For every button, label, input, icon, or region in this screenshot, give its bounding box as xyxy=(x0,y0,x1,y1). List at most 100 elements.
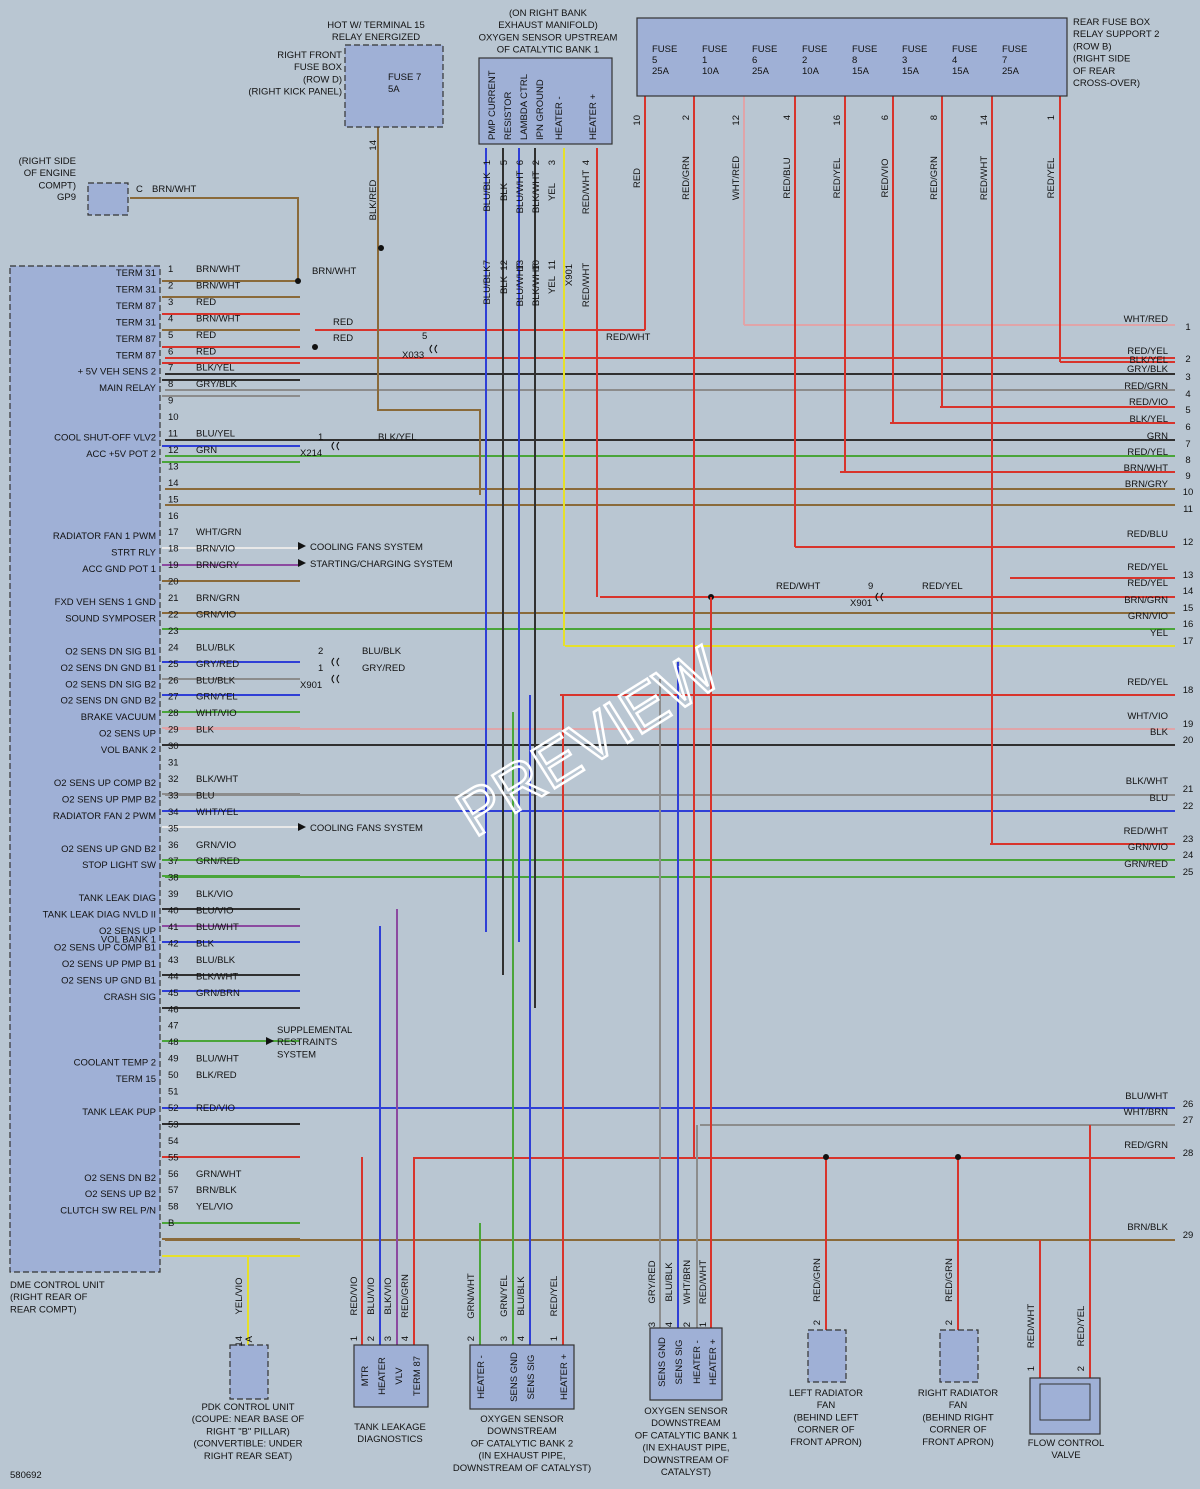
dme-pin-function: COOL SHUT-OFF VLV2 xyxy=(54,433,156,444)
dme-pin-number: 5 xyxy=(168,330,173,341)
sensor-pin-name: VLV xyxy=(394,1367,405,1385)
right-terminal-wire: RED/GRN xyxy=(1124,1140,1168,1151)
bottom-wire-label: BLK/VIO xyxy=(383,1278,394,1315)
o2-up-pin: 1 xyxy=(482,160,493,165)
sensor-pin-name: SENS SIG xyxy=(526,1355,537,1400)
dme-pin-number: 10 xyxy=(168,412,179,423)
dme-pin-number: 18 xyxy=(168,544,179,555)
bottom-wire-label: GRY/RED xyxy=(647,1260,658,1303)
dme-pin-function: O2 SENS UP xyxy=(99,729,156,740)
fuse-label: FUSE xyxy=(702,44,727,55)
label-text: 1 xyxy=(318,663,323,674)
dme-pin-function: O2 SENS UP GND B1 xyxy=(61,975,156,986)
dme-pin-function: O2 SENS UP PMP B2 xyxy=(62,794,156,805)
bottom-wire-label: RED/WHT xyxy=(1026,1304,1037,1349)
bottom-wire-label: BLU/VIO xyxy=(366,1277,377,1315)
connector-pin: 4 xyxy=(516,1336,527,1341)
label-text: A xyxy=(244,1335,255,1342)
dme-label: REAR COMPT) xyxy=(10,1304,77,1315)
o2-up-pin-num: 10 xyxy=(531,260,542,271)
dme-pin-number: 4 xyxy=(168,313,173,324)
sensor-pin-name: SENS GND xyxy=(509,1352,520,1402)
pdk-control-unit xyxy=(229,1344,269,1400)
sensor-pin-name: LAMBDA CTRL xyxy=(519,74,530,140)
dme-pin-wire: BLK xyxy=(196,725,215,736)
inline-connector xyxy=(331,441,340,451)
label-text: 1 xyxy=(318,432,323,443)
dme-pin-function: O2 SENS DN B2 xyxy=(84,1173,156,1184)
dme-pin-function: O2 SENS UP COMP B2 xyxy=(54,778,156,789)
dme-pin-function: TERM 31 xyxy=(116,284,156,295)
component-label: 5A xyxy=(388,84,400,95)
fuse-out-pin: 6 xyxy=(880,115,891,120)
left-radiator-fan xyxy=(807,1329,847,1383)
right-terminal-number: 20 xyxy=(1183,735,1194,746)
label-text: RED/WHT xyxy=(606,332,651,343)
fuse-label: FUSE xyxy=(952,44,977,55)
right-terminal-wire: BRN/GRN xyxy=(1124,595,1168,606)
fuse-amps: 25A xyxy=(652,66,670,77)
fuse-out-pin: 8 xyxy=(929,115,940,120)
fuse-amps: 10A xyxy=(802,66,820,77)
system-reference: RESTRAINTS xyxy=(277,1037,337,1048)
page-id: 580692 xyxy=(10,1470,42,1481)
dme-pin-wire: BLU/WHT xyxy=(196,922,239,933)
dme-pin-wire: BRN/GRN xyxy=(196,593,240,604)
bottom-wire-label: WHT/BRN xyxy=(682,1260,693,1304)
bottom-wire-label: RED/GRN xyxy=(944,1258,955,1302)
system-arrow xyxy=(298,559,306,567)
dme-pin-function: TERM 87 xyxy=(116,350,156,361)
connector-pin: 4 xyxy=(664,1322,675,1327)
dme-pin-number: 48 xyxy=(168,1037,179,1048)
dme-pin-number: 33 xyxy=(168,790,179,801)
component-label: (ON RIGHT BANK xyxy=(509,8,588,19)
right-terminal-wire: RED/VIO xyxy=(1129,397,1168,408)
dme-label: DME CONTROL UNIT xyxy=(10,1280,105,1291)
dme-pin-number: 37 xyxy=(168,856,179,867)
dme-pin-function: O2 SENS UP COMP B1 xyxy=(54,942,156,953)
dme-pin-wire: GRN/VIO xyxy=(196,840,236,851)
component-label: (RIGHT KICK PANEL) xyxy=(248,87,342,98)
dme-pin-function: BRAKE VACUUM xyxy=(81,712,156,723)
o2-up-pin-num: 7 xyxy=(482,260,493,265)
right-terminal-number: 22 xyxy=(1183,801,1194,812)
dme-pin-number: 20 xyxy=(168,577,179,588)
component-label: (CONVERTIBLE: UNDER xyxy=(193,1439,302,1450)
right-terminal-number: 21 xyxy=(1183,784,1194,795)
component-label: FUSE BOX xyxy=(294,62,343,73)
component-label: FUSE 7 xyxy=(388,72,421,83)
dme-pin-number: 2 xyxy=(168,280,173,291)
right-terminal-wire: BLK/WHT xyxy=(1126,776,1168,787)
right-terminal-number: 7 xyxy=(1185,439,1190,450)
right-terminal-number: 25 xyxy=(1183,867,1194,878)
fuse7-pin: 14 xyxy=(368,140,379,151)
fuse-number: 8 xyxy=(852,55,857,66)
component-label: FRONT APRON) xyxy=(790,1437,862,1448)
right-terminal-wire: GRN/VIO xyxy=(1128,842,1168,853)
sensor-pin-name: HEATER + xyxy=(588,94,599,140)
dme-pin-function: STOP LIGHT SW xyxy=(82,860,156,871)
label-text: RED xyxy=(333,333,353,344)
dme-pin-function: COOLANT TEMP 2 xyxy=(74,1058,156,1069)
connector-pin: 2 xyxy=(812,1320,823,1325)
right-terminal-wire: BRN/BLK xyxy=(1127,1222,1168,1233)
o2-up-pin-num: 13 xyxy=(515,260,526,271)
dme-pin-function: O2 SENS DN GND B2 xyxy=(60,696,156,707)
component-layer xyxy=(9,17,1101,1435)
o2-up-wire-label: BLK/WHT xyxy=(531,171,542,213)
label-text: GP9 xyxy=(57,192,76,203)
component-label: (BEHIND RIGHT xyxy=(922,1412,993,1423)
inline-connector xyxy=(331,674,340,684)
right-terminal-wire: BRN/GRY xyxy=(1125,479,1169,490)
connector-pin: 2 xyxy=(944,1320,955,1325)
dme-pin-wire: GRN/VIO xyxy=(196,609,236,620)
system-reference: COOLING FANS SYSTEM xyxy=(310,542,423,553)
label-text: RED/YEL xyxy=(922,581,963,592)
component-label: EXHAUST MANIFOLD) xyxy=(498,20,598,31)
dme-pin-number: 29 xyxy=(168,725,179,736)
dme-pin-function: ACC +5V POT 2 xyxy=(86,449,156,460)
right-terminal-wire: BRN/WHT xyxy=(1124,463,1169,474)
tank-leakage-diagnostics xyxy=(353,1344,429,1408)
dme-pin-number: 15 xyxy=(168,494,179,505)
dme-pin-function: TANK LEAK DIAG xyxy=(79,893,156,904)
